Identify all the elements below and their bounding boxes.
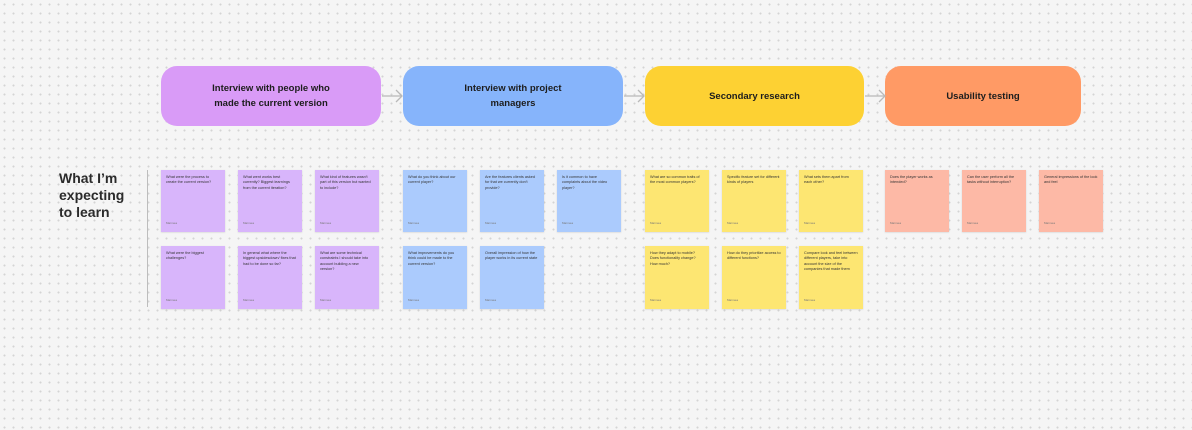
note-author: Marmea (320, 297, 332, 302)
note-text: Overall impression of how the player wor… (485, 251, 538, 261)
note-author: Marmea (727, 220, 739, 225)
note-author: Marmea (804, 220, 816, 225)
sticky-note[interactable]: Specific feature set for different kinds… (722, 170, 786, 232)
sticky-note[interactable]: What improvements do you think could be … (403, 246, 467, 309)
note-text: What kind of features wasn't part of thi… (320, 175, 371, 190)
note-text: Are the features clients asked for that … (485, 175, 536, 190)
note-text: In general what where the biggest upside… (243, 251, 296, 266)
sticky-note[interactable]: Is it common to have complaints about th… (557, 170, 621, 232)
sticky-note[interactable]: In general what where the biggest upside… (238, 246, 302, 309)
note-text: What sets them apart from each other? (804, 175, 849, 185)
note-text: Is it common to have complaints about th… (562, 175, 608, 190)
sticky-note[interactable]: How do they prioritize access to differe… (722, 246, 786, 309)
note-author: Marmea (485, 297, 497, 302)
sticky-note[interactable]: What are so common traits of the most co… (645, 170, 709, 232)
note-author: Marmea (1044, 220, 1056, 225)
sticky-note[interactable]: What went works best currently? Biggest … (238, 170, 302, 232)
sticky-note[interactable]: Can the user perform all the tasks witho… (962, 170, 1026, 232)
sticky-note[interactable]: General impressions of the look and feel… (1039, 170, 1103, 232)
stage-interview-managers[interactable]: Interview with project managers (403, 66, 623, 126)
note-author: Marmea (166, 297, 178, 302)
stage-usability-testing[interactable]: Usability testing (885, 66, 1081, 126)
arrow-right-icon (624, 89, 645, 103)
sticky-note[interactable]: What sets them apart from each other? Ma… (799, 170, 863, 232)
arrow-right-icon (382, 89, 403, 103)
note-author: Marmea (408, 220, 420, 225)
sticky-note[interactable]: What are some technical constraints I sh… (315, 246, 379, 309)
sticky-note[interactable]: What do you think about our current play… (403, 170, 467, 232)
note-author: Marmea (890, 220, 902, 225)
note-text: What improvements do you think could be … (408, 251, 455, 266)
note-text: General impressions of the look and feel (1044, 175, 1098, 185)
note-text: How do they prioritize access to differe… (727, 251, 781, 261)
stage-label: Interview with project managers (464, 83, 562, 109)
note-text: What went works best currently? Biggest … (243, 175, 290, 190)
row-divider (147, 170, 148, 307)
arrow-right-icon (865, 89, 886, 103)
note-text: Can the user perform all the tasks witho… (967, 175, 1015, 185)
sticky-note[interactable]: What kind of features wasn't part of thi… (315, 170, 379, 232)
sticky-note[interactable]: Does the player works as intended? Marme… (885, 170, 949, 232)
sticky-note[interactable]: How they adapt to mobile? Does functiona… (645, 246, 709, 309)
sticky-note[interactable]: Compare look and feel between different … (799, 246, 863, 309)
note-text: Specific feature set for different kinds… (727, 175, 780, 185)
sticky-note[interactable]: What were the process to create the curr… (161, 170, 225, 232)
sticky-note[interactable]: Overall impression of how the player wor… (480, 246, 544, 309)
note-author: Marmea (804, 297, 816, 302)
note-text: What are so common traits of the most co… (650, 175, 700, 185)
note-text: Does the player works as intended? (890, 175, 933, 185)
note-text: What were the process to create the curr… (166, 175, 212, 185)
note-author: Marmea (408, 297, 420, 302)
note-author: Marmea (243, 220, 255, 225)
note-text: What do you think about our current play… (408, 175, 456, 185)
stage-label: Usability testing (946, 90, 1020, 102)
sticky-note[interactable]: What were the biggest challenges? Marmea (161, 246, 225, 309)
note-text: Compare look and feel between different … (804, 251, 858, 271)
note-author: Marmea (650, 220, 662, 225)
note-author: Marmea (650, 297, 662, 302)
row-label: What I’m expecting to learn (59, 170, 125, 220)
sticky-note[interactable]: Are the features clients asked for that … (480, 170, 544, 232)
note-author: Marmea (320, 220, 332, 225)
note-author: Marmea (562, 220, 574, 225)
note-author: Marmea (485, 220, 497, 225)
note-text: How they adapt to mobile? Does functiona… (650, 251, 696, 266)
stage-secondary-research[interactable]: Secondary research (645, 66, 864, 126)
note-author: Marmea (967, 220, 979, 225)
note-text: What were the biggest challenges? (166, 251, 204, 261)
note-author: Marmea (166, 220, 178, 225)
note-text: What are some technical constraints I sh… (320, 251, 369, 271)
note-author: Marmea (727, 297, 739, 302)
stage-label: Secondary research (709, 90, 800, 102)
stage-label: Interview with people who made the curre… (212, 83, 330, 109)
stage-interview-makers[interactable]: Interview with people who made the curre… (161, 66, 381, 126)
note-author: Marmea (243, 297, 255, 302)
